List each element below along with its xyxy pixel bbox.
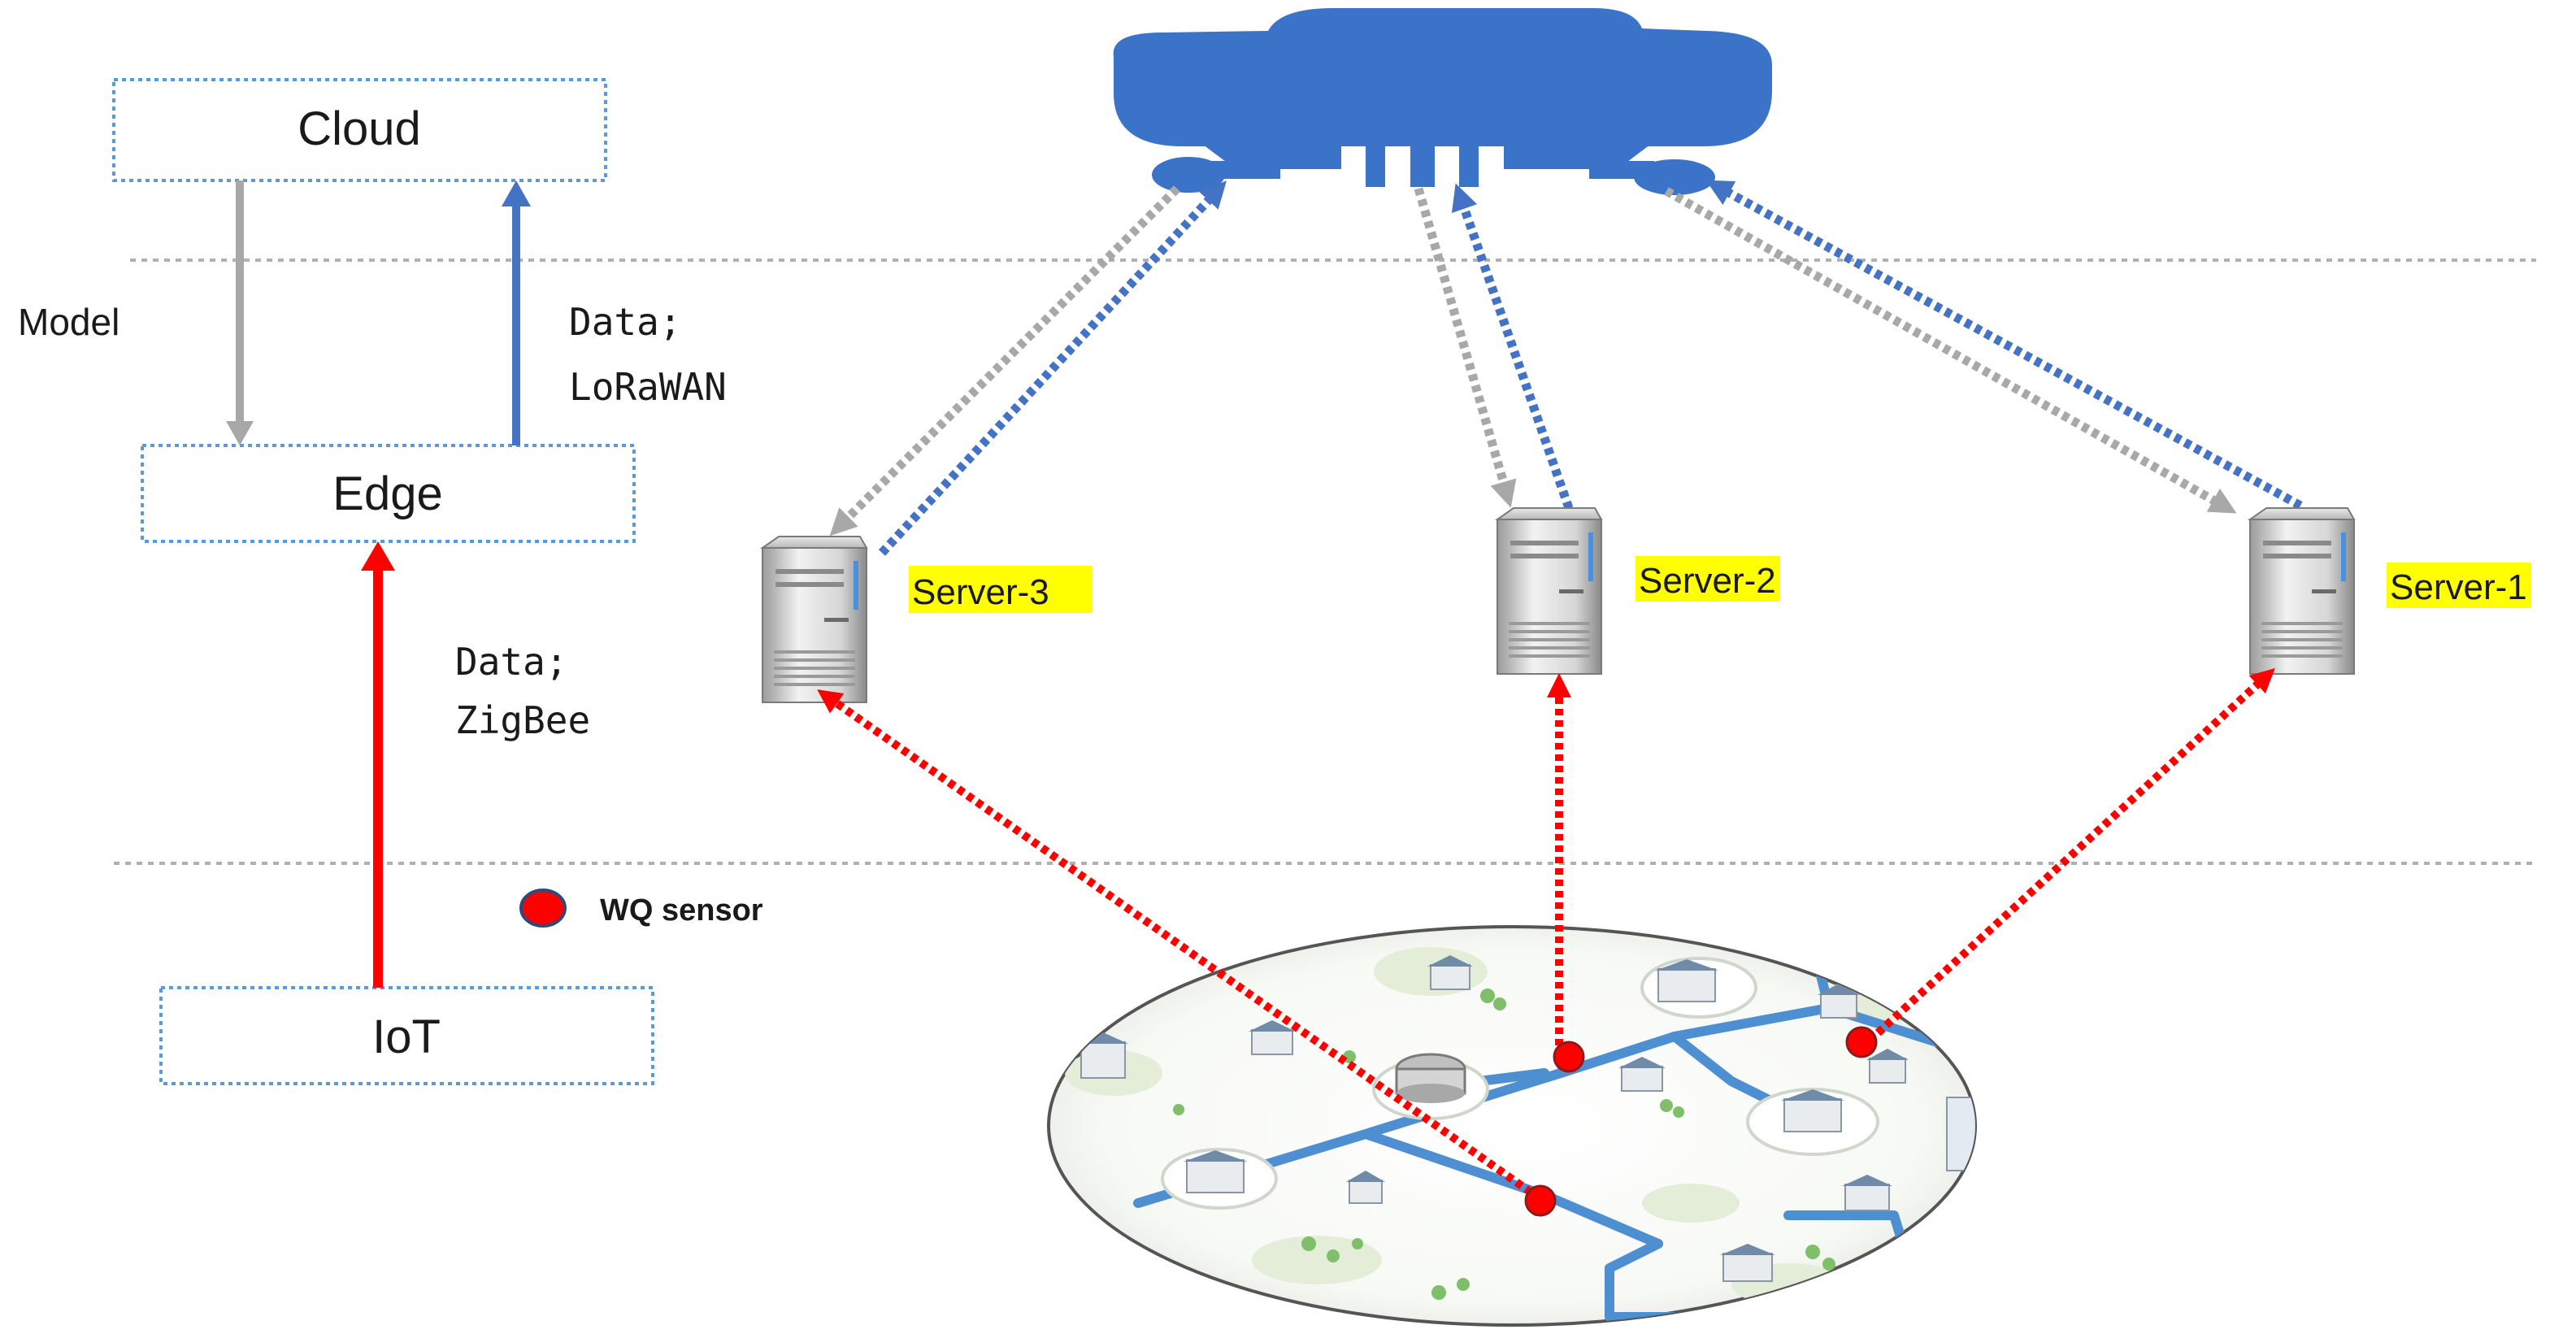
server2-cloud-link [1414,183,1574,510]
zigbee-label-line1: Data; [455,640,567,684]
server-1-icon [2247,507,2356,675]
server-3-highlight [909,566,1093,613]
cloud-layer-label: Cloud [298,102,421,155]
zigbee-label-line2: ZigBee [455,698,590,742]
sensor-legend-label: WQ sensor [600,893,763,928]
model-arrow [226,180,254,445]
water-network-map [1047,925,1977,1327]
server-3-icon [759,536,868,703]
cloud-layer-box: Cloud [112,78,607,182]
model-label: Model [18,301,119,343]
water-tank-icon [1395,1053,1466,1103]
sensor-to-server1-link [1866,667,2275,1044]
zigbee-arrow [361,541,395,988]
server-2-icon [1494,507,1603,675]
iot-layer-label: IoT [372,1010,441,1063]
server1-cloud-link [1664,180,2303,514]
iot-layer-box: IoT [159,986,654,1085]
server-3-label: Server-3 [912,572,1049,612]
wq-sensor-2 [1845,1026,1878,1058]
lorawan-label-line1: Data; [569,300,681,344]
lorawan-arrow [502,180,531,445]
cloud-icon [1113,8,1772,195]
sensor-to-server3-link [817,689,1543,1203]
edge-layer-label: Edge [332,467,442,520]
server3-cloud-link [829,180,1227,556]
wq-sensor-1 [1553,1041,1585,1073]
edge-layer-box: Edge [141,444,636,543]
sensor-legend-icon [519,889,567,928]
server-2-highlight [1636,556,1780,602]
server-1-highlight [2387,563,2531,608]
wq-sensor-3 [1524,1184,1557,1217]
sensor-legend: WQ sensor [519,889,763,928]
server-2-label: Server-2 [1639,561,1776,601]
lorawan-label-line2: LoRaWAN [569,365,727,409]
server-1-label: Server-1 [2390,567,2527,607]
